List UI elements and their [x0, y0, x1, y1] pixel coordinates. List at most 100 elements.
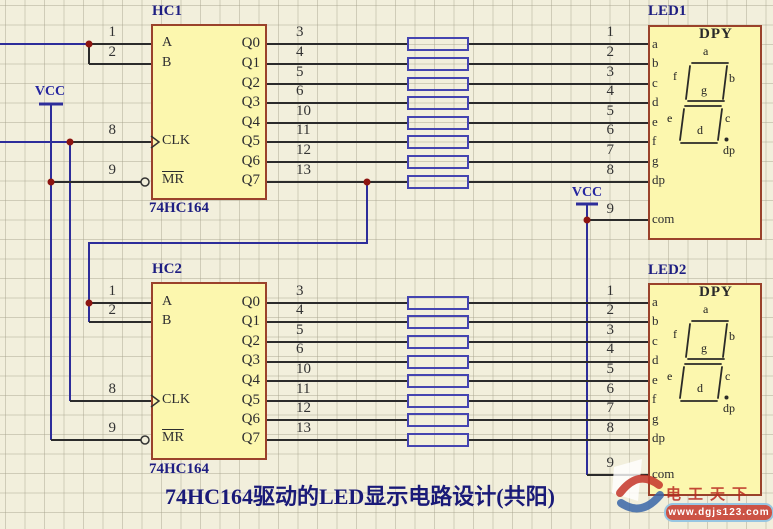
hc1-q2-label: Q2 — [241, 75, 260, 91]
led1-pin-a-label: a — [652, 36, 658, 51]
led2-pin7-number: 7 — [606, 400, 615, 416]
hc1-pin-mr-label: MR — [162, 172, 184, 187]
led2-pin9-number: 9 — [606, 455, 615, 471]
hc2-pin1-number: 1 — [108, 283, 117, 299]
hc2-pin2-number: 2 — [108, 302, 117, 318]
vcc-power-bar-icon — [39, 102, 598, 206]
led2-seg-e-label: e — [667, 369, 673, 383]
led1-type-label: DPY — [699, 26, 733, 42]
hc1-pin9-number: 9 — [108, 162, 117, 178]
led2-pin-f-label: f — [652, 391, 657, 406]
led1-seg-g-label: g — [701, 83, 707, 97]
hc2-pin8-number: 8 — [108, 381, 117, 397]
hc2-q0-label: Q0 — [241, 294, 260, 310]
hc1-pin6-number: 6 — [296, 83, 304, 99]
net-wires-blue — [0, 43, 588, 475]
vcc-label-top-left: VCC — [34, 84, 66, 99]
led1-pin5-number: 5 — [606, 103, 615, 119]
led2-pin6-number: 6 — [606, 381, 615, 397]
hc1-pin11-number: 11 — [296, 122, 311, 138]
hc1-q3-label: Q3 — [241, 94, 260, 110]
led2-pin-g-label: g — [652, 411, 659, 426]
led2-pin-a-label: a — [652, 294, 658, 309]
ic-hc2-body — [151, 282, 267, 460]
hc2-ref-label: HC2 — [152, 261, 182, 277]
hc2-q6-label: Q6 — [241, 411, 260, 427]
led1-pin-c-label: c — [652, 75, 658, 90]
hc2-pin11-number: 11 — [296, 381, 311, 397]
hc2-q5-label: Q5 — [241, 392, 260, 408]
hc1-pin-a-label: A — [162, 35, 173, 50]
led2-seg-f-label: f — [673, 327, 677, 341]
led1-seg-f-label: f — [673, 69, 677, 83]
led1-pin8-number: 8 — [606, 162, 615, 178]
hc2-pin6-number: 6 — [296, 341, 304, 357]
hc2-pin-clk-label: CLK — [162, 392, 190, 407]
hc2-q4-label: Q4 — [241, 372, 260, 388]
led2-seg-g-label: g — [701, 341, 707, 355]
hc1-q6-label: Q6 — [241, 153, 260, 169]
clock-edge-icon — [150, 135, 161, 408]
hc1-pin12-number: 12 — [296, 142, 311, 158]
hc1-pin13-number: 13 — [296, 162, 311, 178]
led2-pin8-number: 8 — [606, 420, 615, 436]
hc2-pin9-number: 9 — [108, 420, 117, 436]
led1-seg-a-label: a — [703, 44, 709, 58]
hc2-pin-b-label: B — [162, 313, 172, 328]
led2-pin4-number: 4 — [606, 341, 615, 357]
led2-pin-c-label: c — [652, 333, 658, 348]
led2-pin-b-label: b — [652, 313, 659, 328]
led2-ref-label: LED2 — [648, 262, 687, 278]
hc2-pin10-number: 10 — [296, 361, 311, 377]
vcc-label-middle: VCC — [571, 185, 603, 200]
hc1-part-label: 74HC164 — [149, 200, 209, 216]
hc1-q4-label: Q4 — [241, 114, 260, 130]
led1-seg-e-label: e — [667, 111, 673, 125]
led2-pin-com-label: com — [652, 466, 675, 481]
led1-pin7-number: 7 — [606, 142, 615, 158]
led2-pin3-number: 3 — [606, 322, 615, 338]
led1-pin9-number: 9 — [606, 201, 615, 217]
display-led1-body — [648, 25, 762, 240]
hc2-q3-label: Q3 — [241, 352, 260, 368]
led1-pin-b-label: b — [652, 55, 659, 70]
led1-pin-g-label: g — [652, 153, 659, 168]
hc2-pin4-number: 4 — [296, 302, 304, 318]
led1-pin-d-label: d — [652, 94, 659, 109]
led1-pin-e-label: e — [652, 114, 658, 129]
led2-type-label: DPY — [699, 284, 733, 300]
hc2-pin-a-label: A — [162, 294, 173, 309]
schematic-title: 74HC164驱动的LED显示电路设计(共阳) — [165, 484, 555, 509]
led1-pin-com-label: com — [652, 211, 675, 226]
hc1-pin5-number: 5 — [296, 64, 304, 80]
led1-pin6-number: 6 — [606, 122, 615, 138]
led2-seg-dp-label: dp — [723, 401, 735, 415]
hc2-q1-label: Q1 — [241, 313, 260, 329]
hc1-pin-b-label: B — [162, 55, 172, 70]
seven-segment-icon-led1 — [679, 62, 729, 144]
hc1-ref-label: HC1 — [152, 3, 182, 19]
watermark: 电工天下 www.dgjs123.com — [604, 455, 773, 529]
hc2-pin5-number: 5 — [296, 322, 304, 338]
hc2-q2-label: Q2 — [241, 333, 260, 349]
hc1-pin8-number: 8 — [108, 122, 117, 138]
hc1-pin2-number: 2 — [108, 44, 117, 60]
seven-segment-icon-led2 — [679, 320, 729, 402]
hc1-pin-clk-label: CLK — [162, 133, 190, 148]
hc1-pin4-number: 4 — [296, 44, 304, 60]
led1-ref-label: LED1 — [648, 3, 687, 19]
led2-pin-dp-label: dp — [652, 430, 665, 445]
display-led2-body — [648, 283, 762, 496]
led1-seg-dp-label: dp — [723, 143, 735, 157]
hc1-pin10-number: 10 — [296, 103, 311, 119]
inverter-bubble-icon — [140, 177, 150, 445]
led1-pin-f-label: f — [652, 133, 657, 148]
hc1-pin3-number: 3 — [296, 24, 304, 40]
led2-pin2-number: 2 — [606, 302, 615, 318]
led2-pin1-number: 1 — [606, 283, 615, 299]
led2-seg-b-label: b — [729, 329, 735, 343]
hc1-q1-label: Q1 — [241, 55, 260, 71]
watermark-url: www.dgjs123.com — [664, 503, 773, 522]
ic-hc1-body — [151, 24, 267, 200]
